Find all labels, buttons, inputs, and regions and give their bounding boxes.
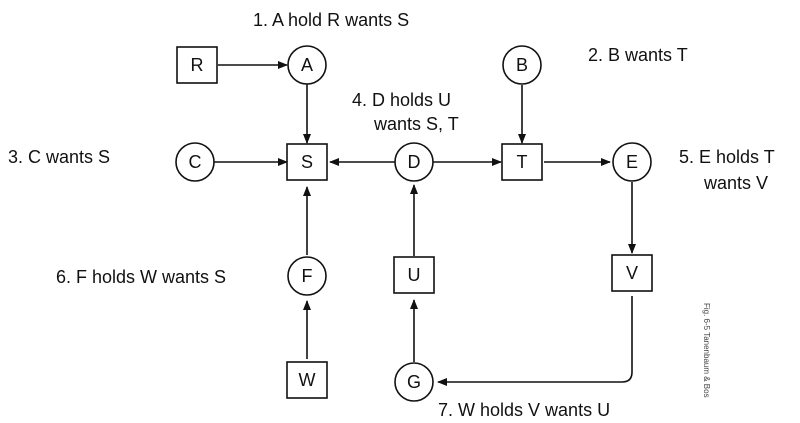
caption-5-line-2: wants V [703, 173, 768, 193]
process-c-label: C [189, 152, 202, 172]
process-nodes: A B C D E F G [175, 45, 652, 402]
process-e-label: E [626, 152, 638, 172]
process-c: C [175, 142, 215, 182]
captions: 1. A hold R wants S 2. B wants T 3. C wa… [8, 10, 775, 420]
resource-v-label: V [626, 263, 638, 283]
resource-v: V [611, 254, 653, 292]
caption-6: 6. F holds W wants S [56, 267, 226, 287]
process-b: B [502, 45, 542, 85]
process-a-label: A [301, 55, 313, 75]
caption-4-line-2: wants S, T [373, 114, 459, 134]
caption-1: 1. A hold R wants S [253, 10, 409, 30]
caption-5-line-1: 5. E holds T [679, 147, 775, 167]
resource-t-label: T [517, 152, 528, 172]
resource-s-label: S [301, 152, 313, 172]
resource-u: U [393, 256, 435, 294]
resource-r-label: R [191, 55, 204, 75]
resource-t: T [501, 143, 543, 181]
process-f-label: F [302, 266, 313, 286]
process-d: D [394, 142, 434, 182]
process-g: G [394, 362, 434, 402]
process-b-label: B [516, 55, 528, 75]
resource-s: S [286, 143, 328, 181]
resource-nodes: R S T U V W [176, 46, 653, 399]
process-d-label: D [408, 152, 421, 172]
process-g-label: G [407, 372, 421, 392]
resource-w: W [286, 361, 328, 399]
resource-w-label: W [299, 370, 316, 390]
caption-7: 7. W holds V wants U [438, 400, 610, 420]
caption-4-line-1: 4. D holds U [352, 90, 451, 110]
resource-u-label: U [408, 265, 421, 285]
edges [214, 61, 636, 386]
figure-credit: Fig. 6-5 Tanenbaum & Bos [702, 303, 711, 398]
process-f: F [287, 256, 327, 296]
edge-v-to-g [437, 296, 633, 386]
caption-2: 2. B wants T [588, 45, 688, 65]
resource-r: R [176, 46, 218, 84]
process-e: E [612, 142, 652, 182]
caption-3: 3. C wants S [8, 147, 110, 167]
process-a: A [287, 45, 327, 85]
